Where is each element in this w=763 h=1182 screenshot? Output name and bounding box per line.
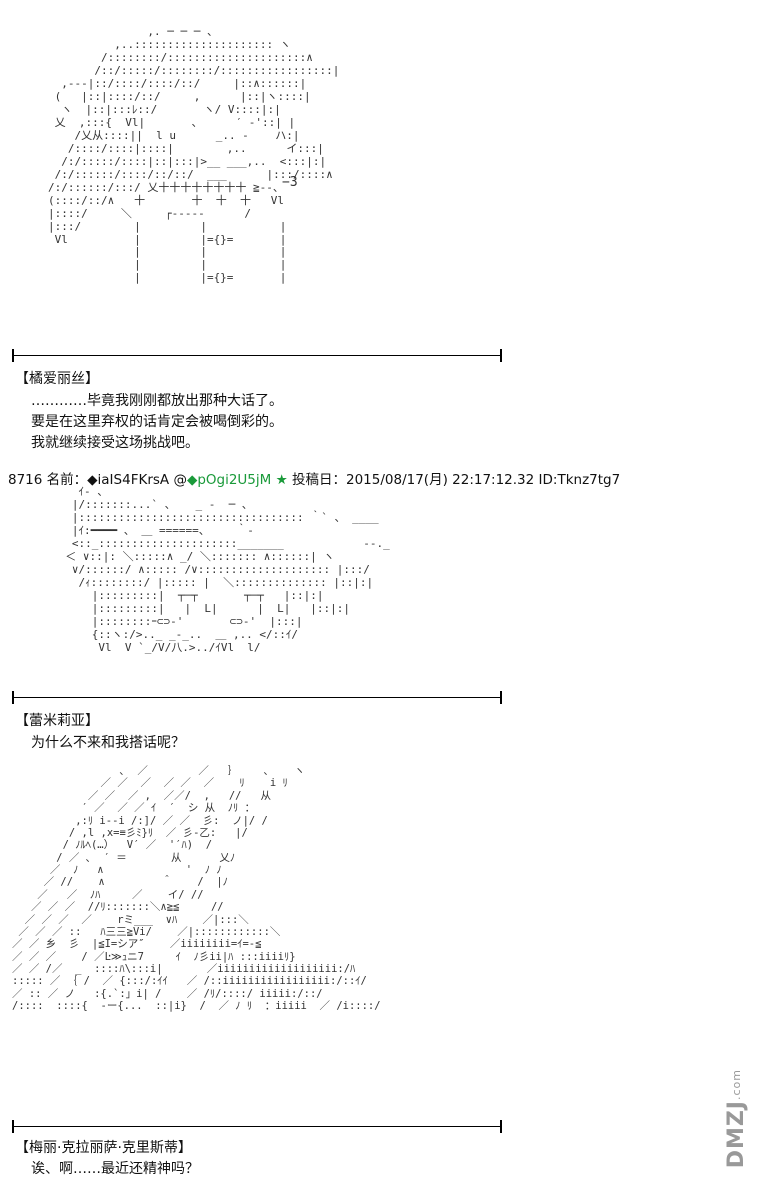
post-date: 2015/08/17(月) 22:17:12.32 <box>346 472 535 488</box>
dialogue-line: 诶、啊……最近还精神吗？ <box>31 1161 199 1177</box>
speaker-label-3: 【梅丽·克拉丽萨·克里斯蒂】 <box>15 1140 192 1156</box>
post-name-label: 名前： <box>46 472 88 488</box>
dialogue-line: 我就继续接受这场挑战吧。 <box>31 435 199 451</box>
dialogue-line: 要是在这里弃权的话肯定会被喝倒彩的。 <box>31 414 283 430</box>
speaker-label-1: 【橘爱丽丝】 <box>15 371 99 387</box>
dialogue-line: …………毕竟我刚刚都放出那种大话了。 <box>31 393 283 409</box>
separator-1 <box>12 349 502 362</box>
ascii-art-remilia: ｲ‐ 、 |/:::::::...` 、 _ ‐ ─ 、 |::::::::::… <box>65 485 390 654</box>
post-id: ID:Tknz7tg7 <box>538 472 621 488</box>
post-trip: ◆iaIS4FKrsA <box>87 472 170 488</box>
ascii-art-arisu: ,. ─ ─ ─ 、 ,..::::::::::::::::::::: ヽ /:… <box>48 25 340 285</box>
watermark-text: DMZJ <box>724 1099 749 1168</box>
speaker-label-2: 【蕾米莉亚】 <box>15 713 99 729</box>
star-icon: ★ <box>275 472 288 488</box>
ascii-art-maribel: ､ ／ ／ ｝ ､ ヽ ／ ／ ／ ／ ／ ／ ﾘ i ﾘ ／ ／ ／ , ／／… <box>12 765 381 1013</box>
post-header: 8716 名前：◆iaIS4FKrsA @◆pOgi2U5jM ★ 投稿日：20… <box>8 468 620 488</box>
post-at: @ <box>173 472 187 488</box>
separator-3 <box>12 1120 502 1133</box>
dialogue-line: 为什么不来和我搭话呢？ <box>31 735 185 751</box>
watermark-logo: DMZJ.com <box>724 1069 749 1168</box>
post-number: 8716 <box>8 472 43 488</box>
post-date-label: 投稿日： <box>292 472 346 488</box>
ascii-art-annotation: −3 <box>282 175 298 190</box>
separator-2 <box>12 691 502 704</box>
post-id-trip-link[interactable]: ◆pOgi2U5jM <box>186 472 272 488</box>
watermark-domain: .com <box>730 1068 743 1100</box>
